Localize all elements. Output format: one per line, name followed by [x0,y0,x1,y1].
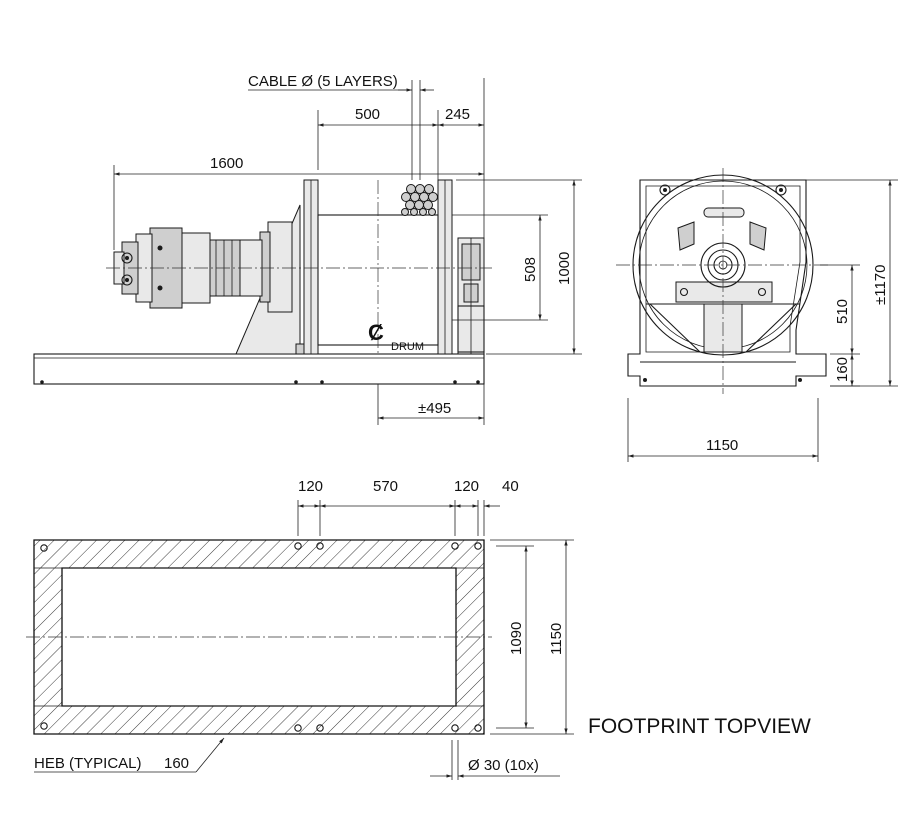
drum-centerline-symbol: Ȼ [368,320,384,345]
dim-508: 508 [522,257,539,282]
footprint-bolt-holes [40,542,482,732]
bearing-pedestal [457,237,485,355]
end-housing [627,179,827,387]
fp-dim-1090: 1090 [508,622,525,655]
dim-495: ±495 [418,400,451,417]
dim-1000: 1000 [556,252,573,285]
fp-dim-40: 40 [502,478,519,495]
bolt-diameter-label: Ø 30 (10x) [468,757,539,774]
dim-245: 245 [445,106,470,123]
side-view: Ȼ DRUM CABLE Ø (5 LAYERS) 500 245 1600 5… [33,73,582,425]
end-view: 1150 510 160 ±1170 [616,168,898,462]
fp-dim-120-right: 120 [454,478,479,495]
hydraulic-motor [113,221,293,313]
drum-label: DRUM [391,341,424,353]
cable-diameter-label: CABLE Ø (5 LAYERS) [248,73,398,90]
fp-dim-570: 570 [373,478,398,495]
heb-label: HEB (TYPICAL) [34,755,142,772]
end-dim-1150: 1150 [706,437,738,454]
cable-coils [401,184,438,216]
end-dim-510: 510 [834,299,851,324]
fp-dim-120-left: 120 [298,478,323,495]
dim-1600: 1600 [210,155,243,172]
end-dim-160: 160 [834,357,851,382]
side-base-frame [33,353,485,385]
heb-size: 160 [164,755,189,772]
dim-500: 500 [355,106,380,123]
footprint-view: 120 570 120 40 1090 1150 HEB (TYPICAL) 1… [26,478,811,780]
end-dim-1170: ±1170 [872,265,889,306]
footprint-title: FOOTPRINT TOPVIEW [588,715,811,738]
fp-dim-1150: 1150 [548,623,565,655]
